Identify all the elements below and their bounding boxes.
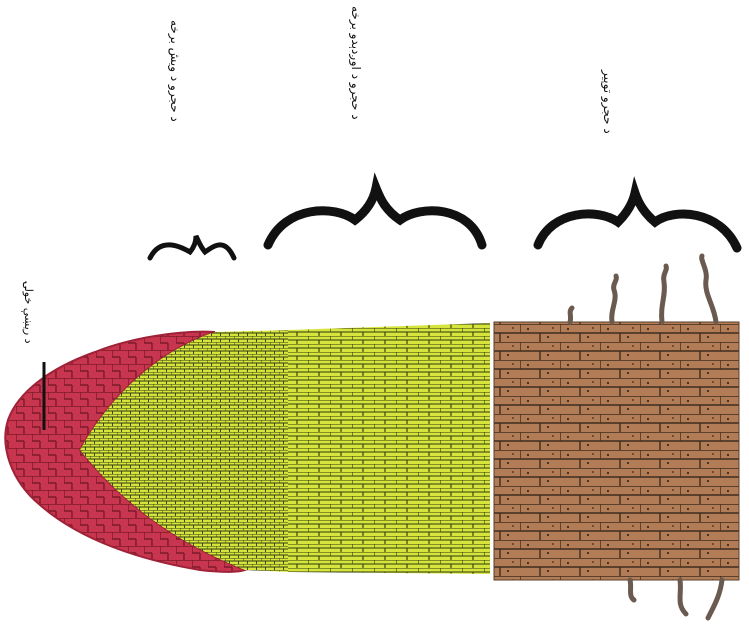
elongation-zone-label: د حجرو د اوږدېدو برخه bbox=[349, 6, 363, 120]
cell-division-zone-label: د حجرو د ویش برخه bbox=[168, 20, 182, 122]
elongation-zone bbox=[288, 323, 490, 574]
maturation-zone-label: د حجرو توپیر bbox=[601, 70, 615, 134]
maturation-zone-brace bbox=[538, 193, 737, 248]
maturation-zone bbox=[494, 322, 739, 580]
division-zone-brace bbox=[150, 236, 234, 258]
root-cap-label: د ریښې خولۍ bbox=[22, 282, 35, 344]
elongation-zone-brace bbox=[268, 188, 482, 245]
